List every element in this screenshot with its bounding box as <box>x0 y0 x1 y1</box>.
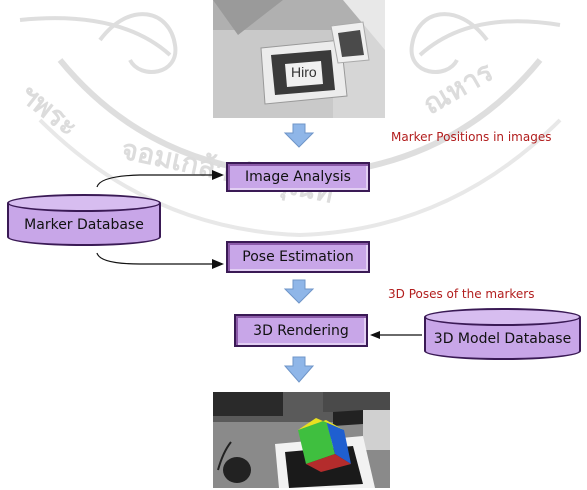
marker-database-cylinder: Marker Database <box>7 194 161 246</box>
pose-estimation-box: Pose Estimation <box>226 241 370 273</box>
ar-cube-scene-illustration <box>213 392 390 488</box>
augmented-output-photo <box>213 392 390 488</box>
poses-annotation: 3D Poses of the markers <box>388 287 535 301</box>
image-analysis-box: Image Analysis <box>226 162 370 192</box>
rendering-label: 3D Rendering <box>253 322 349 339</box>
model-database-cylinder: 3D Model Database <box>424 308 581 360</box>
marker-positions-annotation: Marker Positions in images <box>391 130 552 144</box>
down-arrow-1 <box>283 123 315 148</box>
down-arrow-2 <box>283 279 315 304</box>
pose-estimation-label: Pose Estimation <box>242 249 354 265</box>
marker-scene-illustration <box>213 0 385 118</box>
marker-database-label: Marker Database <box>24 217 144 233</box>
curve-arrow-to-image-analysis <box>96 174 222 188</box>
marker-text: Hiro <box>291 64 317 80</box>
image-analysis-label: Image Analysis <box>245 169 351 185</box>
down-arrow-3 <box>283 356 315 383</box>
curve-arrow-to-pose-estimation <box>96 252 222 265</box>
camera-input-photo: Hiro <box>213 0 385 118</box>
model-database-label: 3D Model Database <box>433 331 572 347</box>
rendering-box: 3D Rendering <box>234 314 368 347</box>
